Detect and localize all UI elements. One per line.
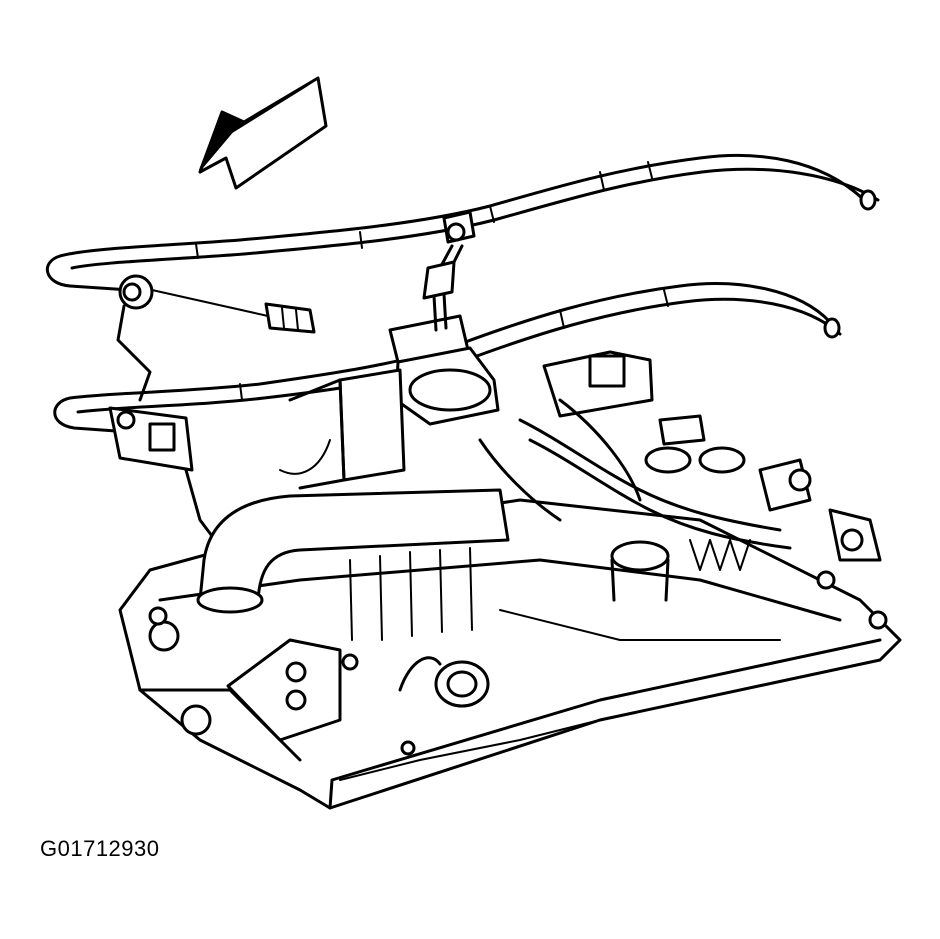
figure-code: G01712930	[40, 836, 160, 861]
front-direction-arrow-icon	[198, 76, 328, 190]
vacuum-tee-fitting	[422, 210, 476, 300]
egr-tube	[196, 488, 510, 614]
egr-valve	[279, 292, 500, 490]
front-bracket-plate	[148, 606, 359, 742]
intake-manifold-body	[118, 498, 902, 810]
wiring-harness	[400, 350, 888, 756]
upper-vacuum-hose	[45, 153, 880, 292]
sensor-connector	[116, 274, 316, 402]
fuel-rail-fittings	[610, 414, 746, 602]
throttle-body-port	[398, 656, 490, 708]
